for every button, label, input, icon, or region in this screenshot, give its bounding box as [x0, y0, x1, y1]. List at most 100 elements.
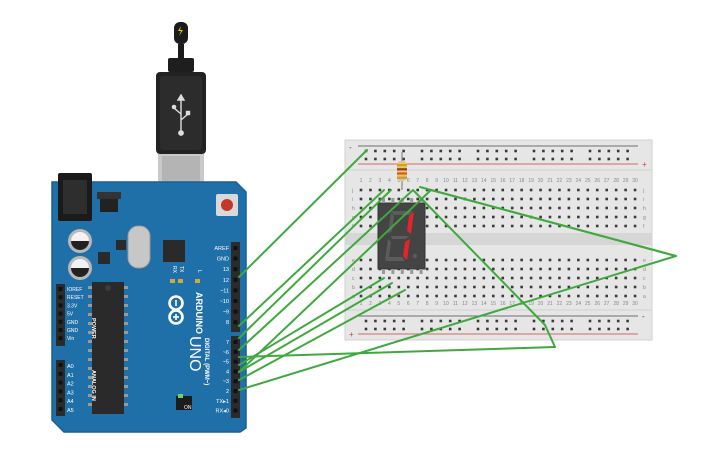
breadboard-hole[interactable] [406, 188, 410, 192]
breadboard-hole[interactable] [633, 224, 637, 228]
breadboard-hole[interactable] [570, 319, 573, 323]
breadboard-hole[interactable] [495, 327, 499, 331]
jumper-wire[interactable] [238, 282, 393, 373]
breadboard-hole[interactable] [454, 215, 457, 219]
breadboard-hole[interactable] [383, 319, 387, 323]
breadboard-holes[interactable] [359, 149, 637, 331]
breadboard-hole[interactable] [482, 215, 486, 219]
breadboard-hole[interactable] [397, 197, 401, 201]
breadboard-hole[interactable] [359, 206, 363, 210]
breadboard-hole[interactable] [435, 267, 438, 271]
breadboard-hole[interactable] [548, 276, 552, 280]
breadboard-hole[interactable] [492, 224, 495, 228]
breadboard-hole[interactable] [529, 276, 533, 280]
breadboard-hole[interactable] [520, 224, 523, 228]
analog-pin[interactable] [58, 380, 63, 385]
breadboard-hole[interactable] [374, 157, 377, 161]
breadboard-hole[interactable] [430, 157, 433, 161]
breadboard-hole[interactable] [416, 197, 419, 201]
breadboard-hole[interactable] [539, 258, 542, 262]
breadboard-hole[interactable] [570, 157, 573, 161]
breadboard-hole[interactable] [605, 224, 608, 228]
breadboard-hole[interactable] [548, 267, 552, 271]
breadboard-hole[interactable] [633, 215, 637, 219]
jumper-wire[interactable] [238, 149, 368, 278]
breadboard-hole[interactable] [501, 267, 505, 271]
breadboard-hole[interactable] [369, 224, 372, 228]
breadboard-hole[interactable] [504, 319, 508, 323]
breadboard-hole[interactable] [492, 188, 495, 192]
breadboard-hole[interactable] [473, 267, 476, 271]
breadboard-hole[interactable] [504, 327, 508, 331]
breadboard-hole[interactable] [614, 197, 618, 201]
breadboard-hole[interactable] [570, 327, 573, 331]
breadboard-hole[interactable] [435, 188, 438, 192]
breadboard-hole[interactable] [532, 327, 536, 331]
breadboard-hole[interactable] [430, 319, 433, 323]
breadboard-hole[interactable] [510, 197, 514, 201]
jumper-wires[interactable] [238, 149, 677, 391]
analog-pin[interactable] [58, 363, 63, 367]
breadboard-hole[interactable] [595, 267, 599, 271]
breadboard-hole[interactable] [605, 294, 608, 298]
breadboard-hole[interactable] [558, 294, 561, 298]
breadboard-hole[interactable] [595, 276, 599, 280]
breadboard-hole[interactable] [605, 188, 608, 192]
breadboard-hole[interactable] [388, 285, 391, 289]
breadboard-hole[interactable] [588, 327, 592, 331]
digital-pin[interactable] [233, 246, 238, 250]
breadboard-hole[interactable] [482, 285, 486, 289]
breadboard-hole[interactable] [586, 215, 590, 219]
breadboard-hole[interactable] [454, 276, 457, 280]
breadboard-hole[interactable] [624, 188, 627, 192]
breadboard-hole[interactable] [514, 327, 517, 331]
breadboard-hole[interactable] [482, 267, 486, 271]
breadboard-hole[interactable] [402, 157, 405, 161]
breadboard-hole[interactable] [369, 258, 372, 262]
jumper-wire[interactable] [238, 189, 556, 358]
breadboard-hole[interactable] [463, 285, 467, 289]
breadboard-hole[interactable] [510, 224, 514, 228]
breadboard-hole[interactable] [520, 276, 523, 280]
analog-header[interactable] [56, 360, 65, 416]
breadboard-hole[interactable] [420, 157, 424, 161]
breadboard-hole[interactable] [392, 319, 396, 323]
breadboard-hole[interactable] [548, 188, 552, 192]
breadboard-hole[interactable] [458, 319, 461, 323]
breadboard-hole[interactable] [501, 224, 505, 228]
breadboard-hole[interactable] [473, 188, 476, 192]
breadboard-hole[interactable] [444, 197, 448, 201]
breadboard-hole[interactable] [548, 285, 552, 289]
breadboard-hole[interactable] [444, 188, 448, 192]
breadboard-hole[interactable] [616, 149, 620, 153]
breadboard-hole[interactable] [463, 267, 467, 271]
breadboard-hole[interactable] [607, 319, 611, 323]
breadboard-hole[interactable] [482, 188, 486, 192]
breadboard-hole[interactable] [369, 267, 372, 271]
breadboard-hole[interactable] [501, 285, 505, 289]
breadboard-hole[interactable] [520, 215, 523, 219]
breadboard-hole[interactable] [624, 285, 627, 289]
breadboard-hole[interactable] [482, 258, 486, 262]
power-pin[interactable] [58, 311, 63, 316]
breadboard-hole[interactable] [520, 206, 523, 210]
breadboard-hole[interactable] [448, 157, 452, 161]
breadboard-hole[interactable] [416, 285, 419, 289]
breadboard-hole[interactable] [473, 258, 476, 262]
breadboard-hole[interactable] [548, 224, 552, 228]
resistor[interactable] [397, 152, 407, 190]
digital-pin[interactable] [233, 299, 238, 303]
breadboard-hole[interactable] [369, 206, 372, 210]
breadboard-hole[interactable] [492, 276, 495, 280]
breadboard-hole[interactable] [473, 224, 476, 228]
breadboard-hole[interactable] [435, 276, 438, 280]
breadboard-hole[interactable] [586, 285, 590, 289]
breadboard-hole[interactable] [359, 267, 363, 271]
breadboard-hole[interactable] [586, 188, 590, 192]
digital-header-top[interactable] [231, 242, 240, 332]
breadboard-hole[interactable] [633, 285, 637, 289]
breadboard-hole[interactable] [539, 215, 542, 219]
breadboard-hole[interactable] [402, 149, 405, 153]
breadboard-hole[interactable] [501, 197, 505, 201]
